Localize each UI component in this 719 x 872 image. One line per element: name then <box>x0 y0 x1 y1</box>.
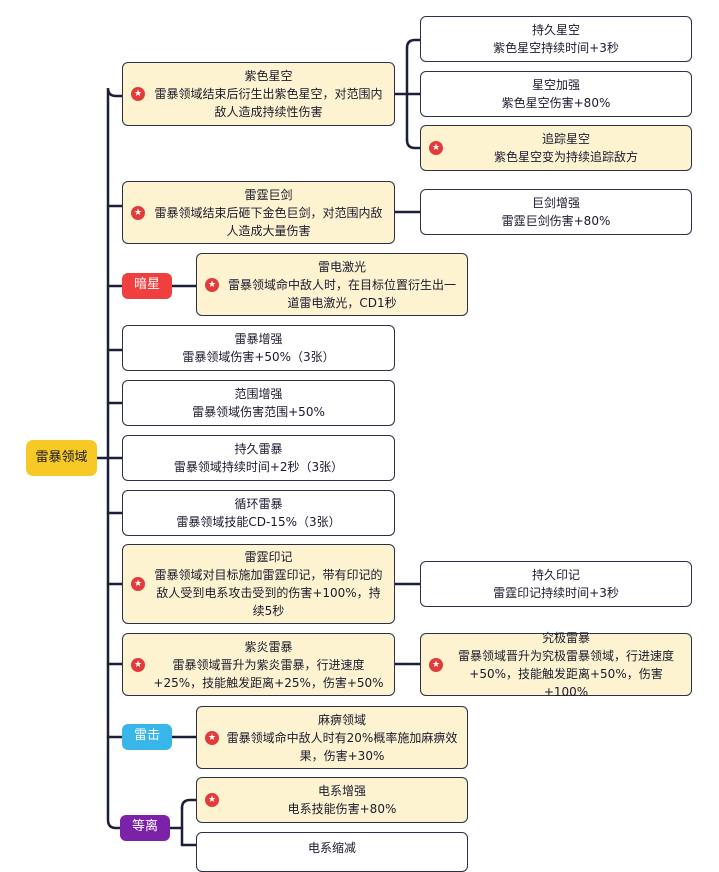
star-badge-icon: ★ <box>205 730 219 745</box>
node-leiting-yinji[interactable]: ★ 雷霆印记 雷暴领域对目标施加雷霆印记，带有印记的敌人受到电系攻击受到的伤害+… <box>122 544 395 624</box>
node-xingkong-jiaqiang[interactable]: 星空加强 紫色星空伤害+80% <box>420 71 692 117</box>
node-chijiu-xingkong[interactable]: 持久星空 紫色星空持续时间+3秒 <box>420 16 692 62</box>
node-desc: 雷霆印记持续时间+3秒 <box>493 586 619 600</box>
node-chijiu-yinji[interactable]: 持久印记 雷霆印记持续时间+3秒 <box>420 561 692 607</box>
node-title: 电系增强 <box>317 784 366 798</box>
node-jujian-zengqiang[interactable]: 巨剑增强 雷霆巨剑伤害+80% <box>420 189 692 235</box>
node-desc: 紫色星空伤害+80% <box>501 96 611 110</box>
node-title: 持久雷暴 <box>234 442 283 456</box>
node-title: 紫炎雷暴 <box>244 639 293 654</box>
star-badge-icon: ★ <box>131 657 145 672</box>
node-xunhuan-leibao[interactable]: 循环雷暴 雷暴领域技能CD-15%（3张） <box>122 490 395 536</box>
node-title: 雷暴增强 <box>234 332 283 346</box>
node-desc: 雷暴领域结束后衍生出紫色星空，对范围内敌人造成持续性伤害 <box>154 87 383 119</box>
root-node[interactable]: 雷暴领域 <box>26 440 97 476</box>
node-desc: 雷暴领域伤害范围+50% <box>192 405 325 419</box>
node-mabi-lingyu[interactable]: ★ 麻痹领域 雷暴领域命中敌人时有20%概率施加麻痹效果，伤害+30% <box>196 706 468 769</box>
star-badge-icon: ★ <box>131 205 145 220</box>
connector-lines <box>95 38 422 847</box>
node-dianxi-suojian[interactable]: 电系缩减 <box>196 832 468 872</box>
node-title: 范围增强 <box>234 387 283 401</box>
node-leibao-zengqiang[interactable]: 雷暴增强 雷暴领域伤害+50%（3张） <box>122 325 395 371</box>
node-desc: 雷暴领域伤害+50%（3张） <box>182 350 335 364</box>
star-badge-icon: ★ <box>205 277 219 292</box>
node-title: 追踪星空 <box>541 132 590 146</box>
tag-anxing[interactable]: 暗星术 <box>122 273 172 316</box>
node-ziyan-leibao[interactable]: ★ 紫炎雷暴 雷暴领域晋升为紫炎雷暴，行进速度+25%，技能触发距离+25%，伤… <box>122 633 395 696</box>
star-badge-icon: ★ <box>205 793 219 807</box>
node-zise-xingkong[interactable]: ★ 紫色星空 雷暴领域结束后衍生出紫色星空，对范围内敌人造成持续性伤害 <box>122 62 395 126</box>
node-title: 持久星空 <box>531 23 580 37</box>
node-desc: 雷暴领域晋升为紫炎雷暴，行进速度+25%，技能触发距离+25%，伤害+50% <box>153 657 384 690</box>
node-desc: 电系技能伤害+80% <box>287 802 397 816</box>
node-dianxi-zengqiang[interactable]: ★ 电系增强 电系技能伤害+80% <box>196 777 468 823</box>
star-badge-icon: ★ <box>429 657 443 672</box>
node-title: 雷电激光 <box>317 259 366 274</box>
node-title: 巨剑增强 <box>531 196 580 210</box>
node-desc: 雷霆巨剑伤害+80% <box>501 214 611 228</box>
node-title: 究极雷暴 <box>541 630 590 645</box>
tag-leiji[interactable]: 雷击术 <box>122 724 172 767</box>
node-title: 电系缩减 <box>307 841 356 855</box>
node-desc: 紫色星空持续时间+3秒 <box>493 41 619 55</box>
node-chijiu-leibao[interactable]: 持久雷暴 雷暴领域持续时间+2秒（3张） <box>122 435 395 481</box>
star-badge-icon: ★ <box>131 87 145 101</box>
tag-dengli[interactable]: 等离子 <box>120 815 170 858</box>
node-desc: 雷暴领域结束后砸下金色巨剑，对范围内敌人造成大量伤害 <box>154 205 383 238</box>
star-badge-icon: ★ <box>131 577 145 591</box>
node-title: 雷霆巨剑 <box>244 187 293 202</box>
node-desc: 雷暴领域命中敌人时有20%概率施加麻痹效果，伤害+30% <box>226 730 458 763</box>
node-desc: 雷暴领域命中敌人时，在目标位置衍生出一道雷电激光，CD1秒 <box>227 277 456 310</box>
node-title: 雷霆印记 <box>244 550 293 564</box>
node-title: 麻痹领域 <box>317 712 366 727</box>
node-leiting-jujian[interactable]: ★ 雷霆巨剑 雷暴领域结束后砸下金色巨剑，对范围内敌人造成大量伤害 <box>122 181 395 244</box>
node-zhuizong-xingkong[interactable]: ★ 追踪星空 紫色星空变为持续追踪敌方 <box>420 125 692 171</box>
node-desc: 雷暴领域技能CD-15%（3张） <box>176 515 341 529</box>
node-title: 持久印记 <box>531 568 580 582</box>
node-desc: 紫色星空变为持续追踪敌方 <box>493 150 638 164</box>
node-title: 星空加强 <box>531 78 580 92</box>
node-title: 循环雷暴 <box>234 497 283 511</box>
node-fanwei-zengqiang[interactable]: 范围增强 雷暴领域伤害范围+50% <box>122 380 395 426</box>
star-badge-icon: ★ <box>429 141 443 155</box>
node-desc: 雷暴领域持续时间+2秒（3张） <box>173 460 344 474</box>
node-desc: 雷暴领域对目标施加雷霆印记，带有印记的敌人受到电系攻击受到的伤害+100%，持续… <box>154 568 383 618</box>
node-title: 紫色星空 <box>244 69 293 83</box>
node-leidian-jiguang[interactable]: ★ 雷电激光 雷暴领域命中敌人时，在目标位置衍生出一道雷电激光，CD1秒 <box>196 253 468 316</box>
node-jiji-leibao[interactable]: ★ 究极雷暴 雷暴领域晋升为究极雷暴领域，行进速度+50%，技能触发距离+50%… <box>420 631 692 699</box>
node-desc: 雷暴领域晋升为究极雷暴领域，行进速度+50%，技能触发距离+50%，伤害+100… <box>457 648 674 699</box>
